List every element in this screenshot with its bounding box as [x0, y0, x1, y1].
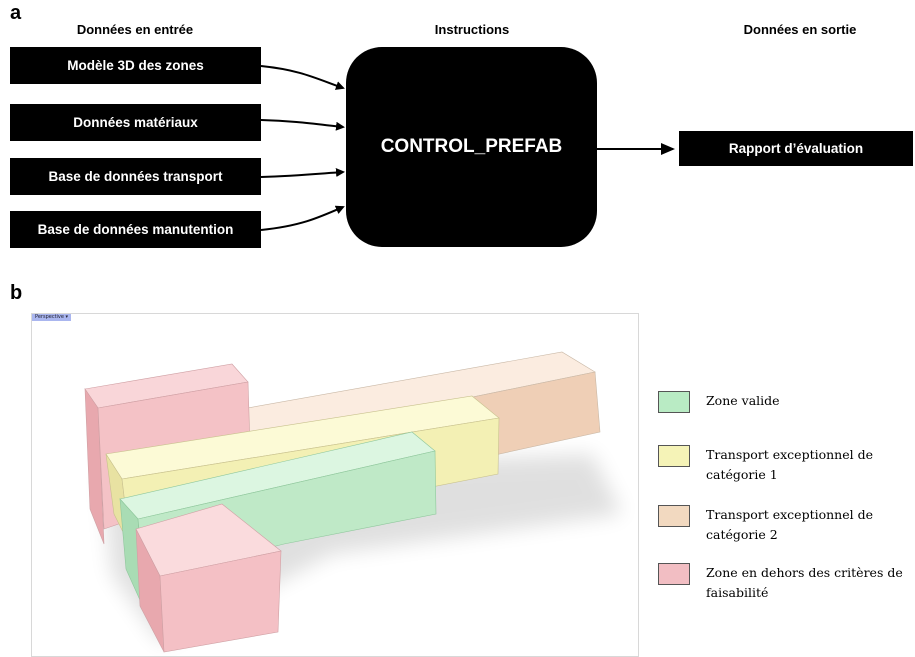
connector-arrows: [260, 65, 675, 231]
legend-item-infeasible: Zone en dehors des critères de faisabili…: [658, 563, 906, 603]
legend-item-cat2: Transport exceptionnel de catégorie 2: [658, 505, 906, 545]
arrow-input-2: [260, 119, 345, 131]
legend-label-cat1: Transport exceptionnel de catégorie 1: [706, 447, 873, 482]
legend-swatch-yellow: [658, 445, 690, 467]
panel-a-letter: a: [10, 2, 22, 24]
3d-viewport[interactable]: Perspective ▾: [31, 313, 639, 657]
legend-label-valid: Zone valide: [706, 393, 780, 408]
input-box-3d-model: Modèle 3D des zones: [10, 47, 261, 84]
arrow-input-1: [260, 65, 345, 90]
input-box-transport: Base de données transport: [10, 158, 261, 195]
header-inputs: Données en entrée: [76, 22, 194, 37]
output-box: Rapport d’évaluation: [679, 131, 913, 166]
zones-3d-render: [84, 351, 622, 653]
legend-swatch-pink: [658, 563, 690, 585]
process-box: CONTROL_PREFAB: [346, 47, 597, 247]
input-box-handling: Base de données manutention: [10, 211, 261, 248]
legend-item-cat1: Transport exceptionnel de catégorie 1: [658, 445, 906, 485]
header-outputs: Données en sortie: [743, 22, 857, 37]
input-box-materials: Données matériaux: [10, 104, 261, 141]
viewport-tab[interactable]: Perspective ▾: [32, 314, 72, 321]
legend-label-infeasible: Zone en dehors des critères de faisabili…: [706, 565, 903, 600]
legend-swatch-green: [658, 391, 690, 413]
header-instructions: Instructions: [434, 22, 510, 37]
arrow-input-3: [260, 168, 345, 178]
arrow-input-4: [260, 205, 345, 231]
legend-item-valid: Zone valide: [658, 391, 906, 413]
panel-b-letter: b: [10, 282, 23, 304]
legend-label-cat2: Transport exceptionnel de catégorie 2: [706, 507, 873, 542]
block-pink-front: [135, 503, 282, 653]
legend-swatch-beige: [658, 505, 690, 527]
